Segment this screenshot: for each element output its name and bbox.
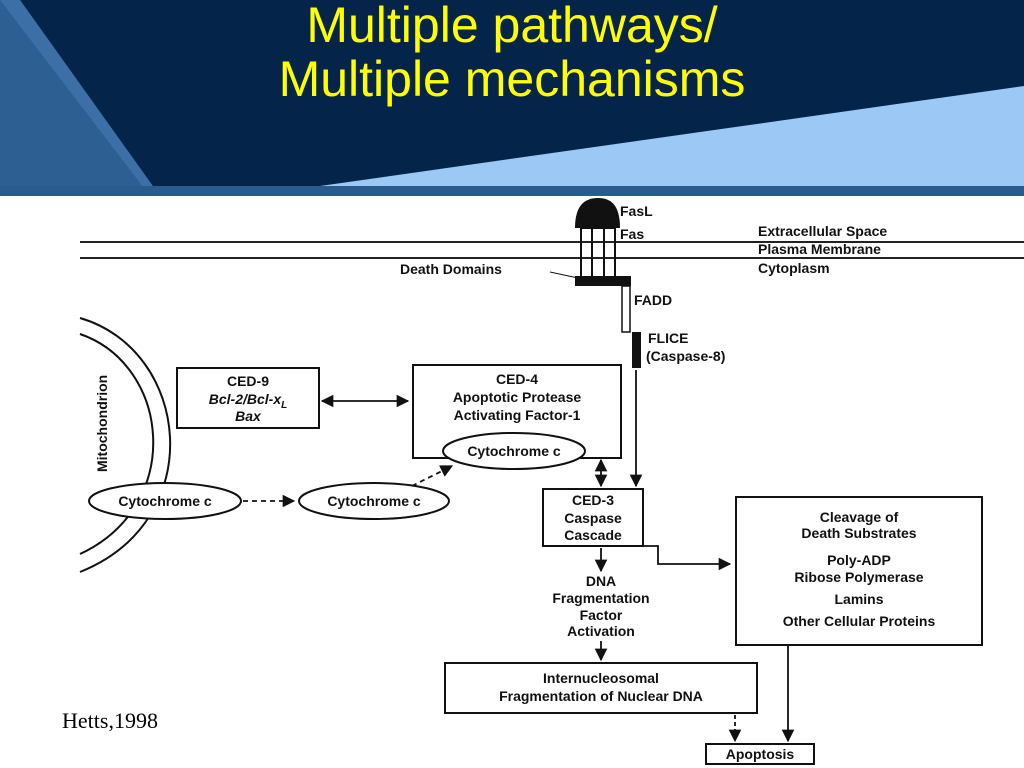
death-domains-pointer: [549, 271, 579, 279]
fadd-label: FADD: [634, 292, 672, 308]
ced9-bax-label: Bax: [235, 408, 262, 424]
slide-title-line-2: Multiple mechanisms: [278, 51, 746, 107]
dna-factor-line4: Activation: [567, 623, 635, 639]
apoptosis-label: Apoptosis: [726, 746, 795, 762]
cytochrome-c-label-mito: Cytochrome c: [118, 493, 212, 509]
ced9-bcl2-text: Bcl-2/Bcl-x: [209, 391, 283, 407]
ced4-apaf-line2: Activating Factor-1: [454, 407, 581, 423]
fas-receptor: [580, 227, 616, 279]
flice-label-line2: (Caspase-8): [646, 348, 725, 364]
fas-label: Fas: [620, 226, 644, 242]
ced3-cleavage-arrow: [643, 545, 732, 571]
internucleosomal-line1: Internucleosomal: [543, 670, 659, 686]
ced9-box: [176, 367, 320, 429]
cytochrome-c-ellipse-ced4: [442, 432, 586, 470]
cytochrome-c-label-ced4: Cytochrome c: [467, 443, 561, 459]
mitochondrion-outer-membrane: [79, 317, 172, 573]
ced9-bcl2-subscript: L: [281, 400, 287, 411]
cytoplasm-label: Cytoplasm: [758, 260, 830, 276]
cytochrome-c-ellipse-released: [298, 482, 450, 520]
apoptosis-box: [705, 743, 815, 765]
fasl-ligand-shape: [575, 198, 620, 228]
cytochrome-c-ellipse-mito: [88, 482, 242, 520]
cleavage-line1: Cleavage of: [820, 509, 899, 525]
cytochrome-c-label-released: Cytochrome c: [327, 493, 421, 509]
internucleosomal-line2: Fragmentation of Nuclear DNA: [499, 688, 703, 704]
cleavage-line3: Poly-ADP: [827, 552, 891, 568]
extracellular-label: Extracellular Space: [758, 223, 887, 239]
cleavage-line4: Ribose Polymerase: [794, 569, 923, 585]
flice-label-line1: FLICE: [648, 330, 688, 346]
cleavage-box: [735, 496, 983, 646]
cleavage-line2: Death Substrates: [801, 525, 916, 541]
fadd-bar: [621, 285, 631, 333]
ced3-cascade-label: Cascade: [564, 527, 622, 543]
apoptosis-pathway-diagram: FasL Fas Extracellular Space Plasma Memb…: [79, 198, 1024, 765]
ced3-box: [542, 488, 644, 547]
plasma-membrane-label: Plasma Membrane: [758, 241, 881, 257]
cleavage-line5: Lamins: [834, 591, 883, 607]
ced9-label: CED-9: [227, 373, 269, 389]
dna-factor-line2: Fragmentation: [552, 590, 649, 606]
death-domain-bar: [575, 276, 631, 286]
ced3-label: CED-3: [572, 492, 614, 508]
fasl-label: FasL: [620, 203, 653, 219]
slide-title-line-1: Multiple pathways/: [306, 0, 718, 53]
mitochondrion-inner-membrane: [79, 333, 155, 555]
mitochondrion-label: Mitochondrion: [94, 375, 110, 472]
slide-header-background: [0, 0, 1024, 196]
ced4-label: CED-4: [496, 371, 538, 387]
cleavage-line6: Other Cellular Proteins: [783, 613, 936, 629]
ced4-apaf-line1: Apoptotic Protease: [453, 389, 582, 405]
ced9-bcl2-label: Bcl-2/Bcl-xL: [209, 391, 287, 411]
citation: Hetts,1998: [62, 708, 158, 733]
cytochrome-to-ced4-arrow: [411, 465, 454, 487]
flice-bar: [632, 332, 641, 368]
death-domains-label: Death Domains: [400, 261, 502, 277]
dna-factor-line1: DNA: [586, 573, 616, 589]
ced3-caspase-label: Caspase: [564, 510, 622, 526]
internucleosomal-box: [444, 662, 758, 714]
dna-factor-line3: Factor: [580, 607, 623, 623]
